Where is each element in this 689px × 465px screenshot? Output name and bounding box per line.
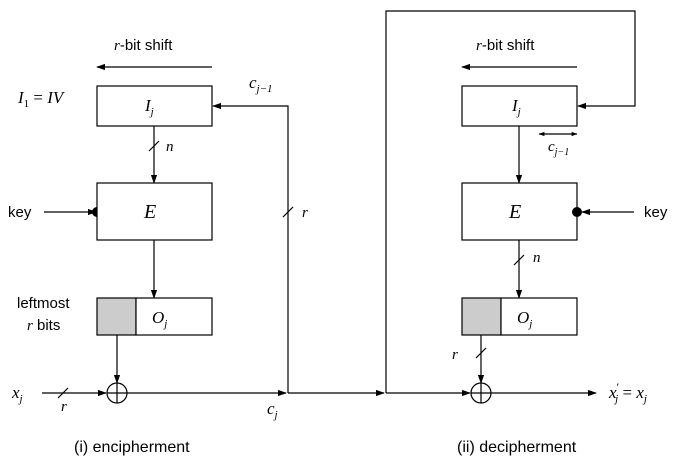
enc-register-label: Ij	[144, 96, 154, 118]
enc-feedback-r-label: r	[302, 205, 308, 221]
enc-plaintext-r-label: r	[61, 399, 67, 415]
dec-feedback-path	[385, 10, 636, 393]
enc-r-bits-label: r bits	[27, 317, 60, 334]
enc-n-tick	[148, 140, 160, 152]
dec-input-register	[461, 85, 578, 127]
decipherment-section: r-bit shift Ij cj−1 E key n Oj r	[385, 10, 668, 456]
dec-n-tick	[513, 254, 525, 266]
enc-shift-label: r-bit shift	[114, 37, 173, 54]
enc-plaintext-label: xj	[11, 383, 23, 405]
enc-cipher-block	[96, 182, 213, 241]
enc-output-register-right	[135, 297, 213, 336]
enc-leftmost-label: leftmost	[17, 295, 70, 312]
encipherment-section: r-bit shift I1 = IV Ij n key E leftmost …	[8, 37, 308, 456]
dec-r-tick	[475, 347, 487, 359]
enc-key-label: key	[8, 204, 32, 221]
enc-n-label: n	[166, 139, 174, 155]
dec-output-register-right	[500, 297, 578, 336]
dec-key-label: key	[644, 204, 668, 221]
enc-iv-label: I1 = IV	[17, 88, 66, 110]
enc-plaintext-tick	[57, 387, 69, 399]
enc-feedback-path	[212, 102, 289, 393]
dec-key-dot	[572, 207, 582, 217]
enc-output-label: Oj	[152, 308, 167, 330]
enc-cipher-label: E	[143, 201, 156, 223]
dec-output-label: Oj	[517, 308, 532, 330]
enc-cj-label: cj	[267, 399, 278, 421]
enc-caption: (i) encipherment	[74, 439, 190, 456]
dec-cipher-label: E	[508, 201, 521, 223]
enc-output-register-left	[96, 297, 137, 336]
dec-shift-label: r-bit shift	[476, 37, 535, 54]
dec-plaintext-label: x′j = xj	[608, 380, 647, 405]
dec-r-label: r	[452, 347, 458, 363]
dec-register-label: Ij	[511, 96, 521, 118]
enc-feedback-tick	[282, 206, 294, 218]
dec-n-label: n	[533, 250, 541, 266]
dec-caption: (ii) decipherment	[457, 439, 577, 456]
dec-output-register-left	[461, 297, 502, 336]
enc-feedback-c-label: cj−1	[249, 73, 273, 95]
enc-input-register	[96, 85, 213, 127]
dec-cj1-label: cj−1	[548, 139, 569, 158]
